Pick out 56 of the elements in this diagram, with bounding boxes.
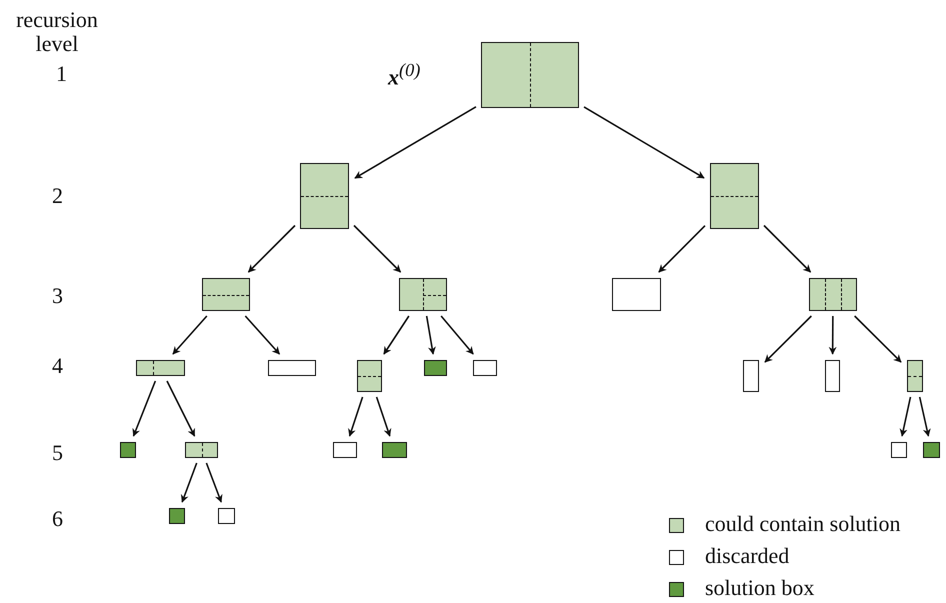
arrow	[763, 224, 812, 273]
discarded-box	[612, 278, 661, 311]
candidate-box	[136, 360, 185, 376]
legend-label: discarded	[705, 544, 790, 568]
candidate-box	[357, 360, 382, 392]
solution-box	[169, 508, 185, 524]
arrow	[132, 380, 156, 437]
axis-title: recursion level	[15, 8, 99, 56]
discarded-box	[891, 442, 907, 458]
candidate-box	[481, 42, 579, 108]
arrow	[854, 315, 902, 363]
legend-label: could contain solution	[705, 512, 901, 536]
arrow	[440, 315, 474, 355]
arrow	[206, 462, 222, 503]
level-number: 1	[56, 62, 67, 86]
arrow	[900, 396, 912, 437]
arrow	[353, 224, 402, 273]
candidate-box	[202, 278, 250, 311]
arrow	[764, 315, 812, 363]
candidate-box	[300, 163, 349, 229]
arrow	[348, 396, 364, 437]
arrow	[376, 396, 392, 437]
arrow	[166, 380, 196, 437]
discarded-box	[333, 442, 357, 458]
arrow	[354, 106, 476, 179]
arrow	[658, 225, 706, 273]
level-number: 3	[52, 284, 63, 308]
solution-box	[424, 360, 447, 376]
level-number: 2	[52, 184, 63, 208]
arrow	[180, 462, 198, 503]
discarded-box	[268, 360, 316, 376]
level-number: 6	[52, 507, 63, 532]
arrow	[584, 106, 705, 179]
arrow	[172, 315, 208, 355]
candidate-box	[710, 163, 759, 229]
candidate-box	[809, 278, 857, 311]
discarded-box	[825, 360, 840, 392]
candidate-box	[907, 360, 923, 392]
candidate-box	[399, 278, 447, 311]
arrow	[426, 316, 436, 355]
level-number: 4	[52, 354, 63, 378]
math-label: x$^{(0)}$	[388, 60, 420, 90]
arrow	[248, 224, 296, 273]
arrow	[383, 316, 410, 355]
arrow	[918, 396, 931, 437]
discarded-box	[743, 360, 759, 392]
arrow	[828, 316, 837, 355]
level-number: 5	[52, 441, 63, 466]
solution-box	[382, 442, 407, 458]
candidate-box	[185, 442, 218, 458]
solution-box	[120, 442, 136, 458]
arrow	[244, 315, 280, 355]
legend-label: solution box	[705, 576, 814, 600]
discarded-box	[218, 508, 235, 524]
solution-box	[923, 442, 940, 458]
discarded-box	[473, 360, 497, 376]
